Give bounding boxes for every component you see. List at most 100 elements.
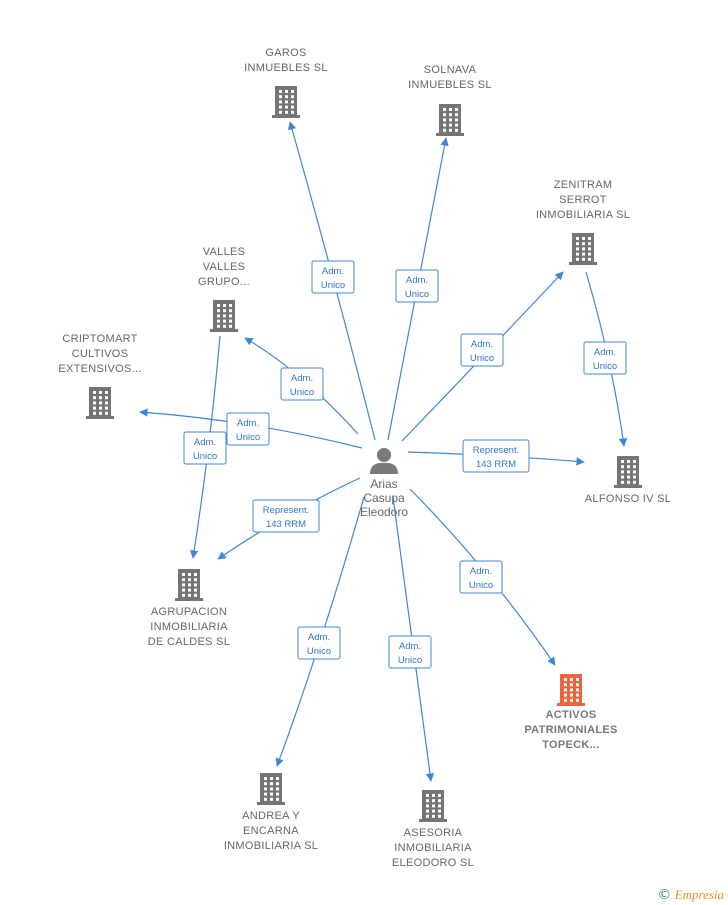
relation-text: Adm.	[237, 418, 259, 429]
relation-box	[297, 626, 341, 660]
building-icon[interactable]	[569, 233, 597, 265]
company-name-line: DE CALDES SL	[148, 636, 230, 648]
relation-box	[460, 333, 504, 367]
company-name-line: INMOBILIARIA	[150, 621, 228, 633]
relation-label-center-solnava: Adm. Unico	[395, 269, 439, 303]
company-name-line: SOLNAVA	[424, 64, 477, 76]
company-name-line: ELEODORO SL	[392, 857, 474, 869]
brand-footer: © Empresia	[657, 887, 724, 903]
person-icon[interactable]	[370, 448, 398, 474]
company-node-alfonso[interactable]: ALFONSO IV SL	[585, 456, 671, 505]
building-icon[interactable]	[557, 674, 585, 706]
company-node-zenitram[interactable]: ZENITRAM SERROT INMOBILIARIA SL	[536, 179, 630, 265]
company-name-line: AGRUPACION	[151, 606, 227, 618]
company-node-garos[interactable]: GAROS INMUEBLES SL	[244, 47, 328, 118]
relation-box	[280, 367, 324, 401]
company-name-line: SERROT	[559, 194, 607, 206]
relation-box	[388, 635, 432, 669]
building-icon[interactable]	[419, 790, 447, 822]
company-name-line: ZENITRAM	[554, 179, 613, 191]
relation-text: Unico	[193, 451, 217, 462]
company-node-solnava[interactable]: SOLNAVA INMUEBLES SL	[408, 64, 492, 136]
relation-text: Unico	[398, 655, 422, 666]
relation-text: Adm.	[594, 347, 616, 358]
company-name-line: GRUPO...	[198, 276, 250, 288]
building-icon[interactable]	[86, 387, 114, 419]
relation-text: Adm.	[291, 373, 313, 384]
company-name-line: TOPECK...	[542, 739, 600, 751]
building-icon[interactable]	[175, 569, 203, 601]
company-name-line: PATRIMONIALES	[524, 724, 617, 736]
building-icon[interactable]	[436, 104, 464, 136]
relation-label-center-agrupacion: Represent. 143 RRM	[252, 499, 320, 533]
company-node-andrea[interactable]: ANDREA Y ENCARNA INMOBILIARIA SL	[224, 773, 318, 852]
relation-text: Represent.	[263, 505, 309, 516]
company-node-activos[interactable]: ACTIVOS PATRIMONIALES TOPECK...	[524, 674, 617, 751]
company-name-line: INMUEBLES SL	[244, 62, 328, 74]
building-icon[interactable]	[210, 300, 238, 332]
relation-text: Unico	[290, 387, 314, 398]
relation-text: Unico	[405, 289, 429, 300]
person-name-line: Casupa	[363, 491, 405, 505]
relation-text: Adm.	[399, 641, 421, 652]
relation-box	[459, 560, 503, 594]
relation-text: Unico	[236, 432, 260, 443]
company-node-agrupacion[interactable]: AGRUPACION INMOBILIARIA DE CALDES SL	[148, 569, 230, 648]
company-name-line: ALFONSO IV SL	[585, 493, 671, 505]
company-name-line: CULTIVOS	[72, 348, 129, 360]
company-node-criptomart[interactable]: CRIPTOMART CULTIVOS EXTENSIVOS...	[58, 333, 141, 419]
relation-box	[183, 431, 227, 465]
relation-label-zenitram-alfonso: Adm. Unico	[583, 341, 627, 375]
company-name-line: INMOBILIARIA SL	[536, 209, 630, 221]
relation-text: Represent.	[473, 445, 519, 456]
company-name-line: VALLES	[203, 261, 246, 273]
relation-label-valles-agrupacion: Adm.Unico	[183, 431, 227, 465]
building-icon[interactable]	[614, 456, 642, 488]
relation-box	[395, 269, 439, 303]
copyright-icon: ©	[657, 887, 672, 903]
building-icon[interactable]	[272, 86, 300, 118]
relation-box	[226, 412, 270, 446]
relation-label-center-andrea: Adm.Unico	[297, 626, 341, 660]
relation-text: Unico	[593, 361, 617, 372]
company-name-line: ASESORIA	[404, 827, 463, 839]
company-name-line: EXTENSIVOS...	[58, 363, 141, 375]
relation-box	[252, 499, 320, 533]
relation-label-center-asesoria: Adm. Unico	[388, 635, 432, 669]
company-node-valles[interactable]: VALLES VALLES GRUPO...	[198, 246, 250, 332]
relation-text: Unico	[321, 280, 345, 291]
relation-text: 143 RRM	[476, 459, 516, 470]
relation-text: Adm.	[322, 266, 344, 277]
relation-label-center-criptomart: Adm. Unico	[226, 412, 270, 446]
relation-text: Adm.	[471, 339, 493, 350]
relation-text: Adm.	[406, 275, 428, 286]
company-name-line: ACTIVOS	[546, 709, 597, 721]
relation-text: Unico	[470, 353, 494, 364]
company-name-line: CRIPTOMART	[62, 333, 137, 345]
relation-text: Unico	[469, 580, 493, 591]
company-node-asesoria[interactable]: ASESORIA INMOBILIARIA ELEODORO SL	[392, 790, 474, 869]
company-name-line: VALLES	[203, 246, 246, 258]
relation-text: Adm.	[308, 632, 330, 643]
company-name-line: GAROS	[265, 47, 306, 59]
company-name-line: ENCARNA	[243, 825, 299, 837]
relation-label-center-zenitram: Adm. Unico	[460, 333, 504, 367]
company-name-line: INMOBILIARIA SL	[224, 840, 318, 852]
relation-label-center-valles: Adm. Unico	[280, 367, 324, 401]
person-name-line: Eleodoro	[360, 505, 408, 519]
relation-box	[583, 341, 627, 375]
relation-text: Adm.	[470, 566, 492, 577]
relation-text: 143 RRM	[266, 519, 306, 530]
building-icon[interactable]	[257, 773, 285, 805]
relation-label-center-alfonso: Represent. 143 RRM	[462, 439, 530, 473]
relation-box	[462, 439, 530, 473]
company-name-line: INMOBILIARIA	[394, 842, 472, 854]
company-name-line: INMUEBLES SL	[408, 79, 492, 91]
relation-label-center-activos: Adm. Unico	[459, 560, 503, 594]
relation-box	[311, 260, 355, 294]
relation-label-center-garos: Adm. Unico	[311, 260, 355, 294]
company-name-line: ANDREA Y	[242, 810, 300, 822]
